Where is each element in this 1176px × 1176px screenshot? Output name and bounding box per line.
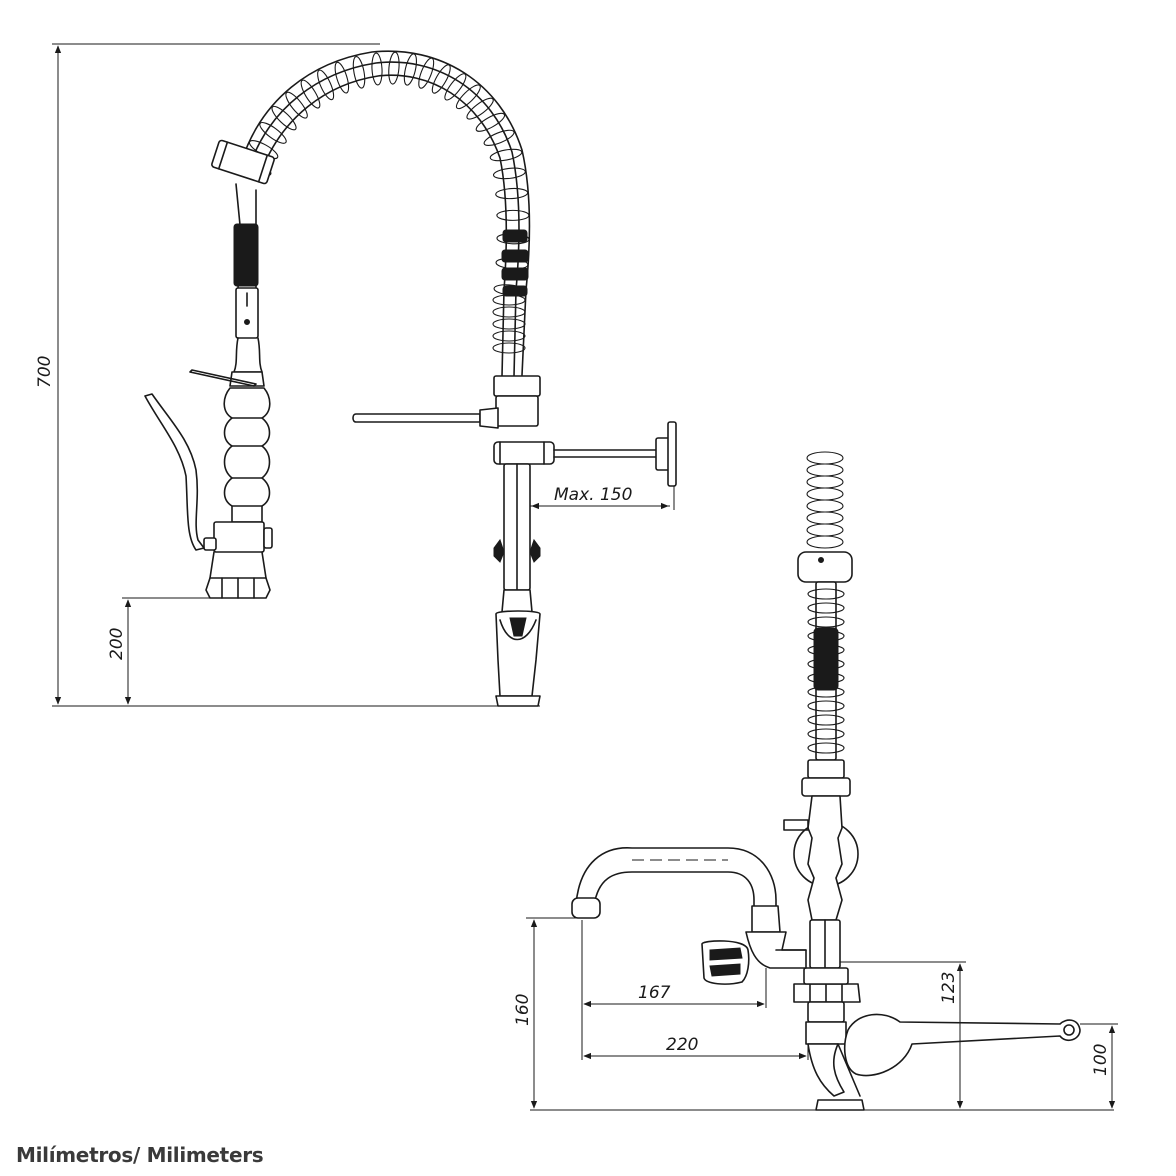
dim-spout-reach-220: 220 bbox=[666, 1035, 698, 1055]
spring-ring bbox=[807, 630, 845, 642]
spring-ring bbox=[489, 148, 523, 162]
spring-ring bbox=[806, 463, 844, 477]
spring-ring bbox=[444, 73, 467, 101]
spring-dark-band bbox=[501, 229, 529, 297]
spring-ring bbox=[334, 61, 350, 94]
spring-ring bbox=[492, 306, 526, 318]
spring-ring bbox=[495, 187, 529, 200]
spring-ring bbox=[807, 602, 845, 614]
dim-inlet-height: 123 bbox=[939, 972, 959, 1004]
spring-ring bbox=[403, 53, 417, 86]
spring-ring bbox=[483, 129, 515, 146]
spring-ring bbox=[807, 700, 845, 712]
spring-ring bbox=[418, 57, 435, 89]
spring-ring bbox=[492, 342, 526, 354]
dim-spout-height: 160 bbox=[513, 994, 533, 1026]
spring-ring bbox=[807, 658, 845, 670]
spring-ring bbox=[807, 728, 845, 740]
spring-ring bbox=[466, 97, 494, 120]
dim-max-arm: Max. 150 bbox=[554, 485, 632, 505]
units-caption: Milímetros/ Milimeters bbox=[16, 1143, 264, 1167]
pre-rinse-unit-front-view: 700 200 Max. 150 bbox=[35, 43, 677, 707]
spring-ring bbox=[807, 672, 845, 684]
spring-ring bbox=[271, 105, 297, 131]
spring-ring bbox=[475, 112, 506, 132]
spring-ring bbox=[492, 330, 526, 342]
spring-ring bbox=[807, 742, 845, 754]
spring-ring bbox=[806, 511, 844, 525]
spring-ring bbox=[352, 56, 366, 89]
spring-coil bbox=[240, 50, 531, 376]
spray-grip-spring bbox=[233, 223, 259, 287]
spring-ring bbox=[300, 79, 321, 109]
spring-ring bbox=[806, 475, 844, 489]
spring-ring bbox=[388, 51, 400, 85]
spring-ring bbox=[806, 523, 844, 537]
spring-ring bbox=[371, 52, 383, 86]
spring-ring bbox=[285, 91, 308, 119]
spring-ring bbox=[431, 64, 451, 94]
spray-head-ring bbox=[211, 139, 275, 185]
spring-ring bbox=[317, 69, 335, 101]
dim-lever-height: 100 bbox=[1091, 1044, 1111, 1076]
dim-base-height: 200 bbox=[107, 628, 127, 660]
dim-total-height: 700 bbox=[35, 356, 55, 388]
spring-ring bbox=[807, 714, 845, 726]
spring-ring bbox=[259, 122, 287, 144]
spring-ring bbox=[807, 616, 845, 628]
spring-ring bbox=[806, 451, 844, 465]
spring-ring bbox=[492, 167, 526, 180]
spring-ring bbox=[807, 686, 845, 698]
spring-ring bbox=[492, 318, 526, 330]
dim-spout-reach-167: 167 bbox=[638, 983, 671, 1003]
spring-ring bbox=[806, 499, 844, 513]
spring-ring bbox=[806, 487, 844, 501]
spring-ring bbox=[806, 535, 844, 549]
spring-ring bbox=[807, 588, 845, 600]
spring-ring bbox=[455, 84, 481, 110]
spring-ring bbox=[496, 209, 530, 221]
pre-rinse-unit-side-view: 160 167 220 123 100 bbox=[513, 451, 1118, 1111]
spring-ring bbox=[807, 644, 845, 656]
